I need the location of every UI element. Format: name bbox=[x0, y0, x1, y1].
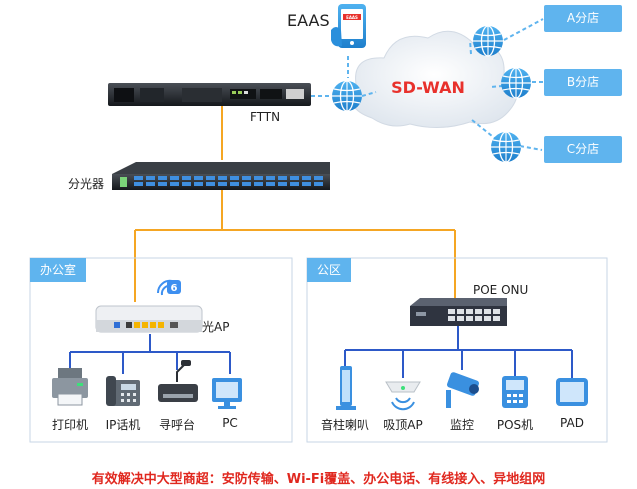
ethernet-port bbox=[448, 316, 455, 321]
splitter-device bbox=[112, 162, 330, 190]
splitter-port bbox=[194, 176, 203, 180]
wifi6-icon bbox=[156, 279, 181, 296]
splitter-port bbox=[134, 176, 143, 180]
ceiling-ap-label: 吸顶AP bbox=[383, 418, 423, 432]
column-speaker-icon bbox=[336, 366, 356, 410]
ethernet-port bbox=[466, 316, 473, 321]
ethernet-port bbox=[466, 309, 473, 314]
ethernet-port bbox=[475, 316, 482, 321]
splitter-port bbox=[290, 182, 299, 186]
globe-icon bbox=[472, 25, 504, 57]
splitter-port bbox=[230, 182, 239, 186]
cloud-link-b bbox=[489, 85, 504, 88]
ethernet-port bbox=[493, 316, 500, 321]
ip-phone-icon bbox=[106, 376, 140, 406]
splitter-port bbox=[170, 176, 179, 180]
column-speaker-label: 音柱喇叭 bbox=[320, 418, 369, 432]
sdwan-label: SD-WAN bbox=[391, 78, 465, 97]
fiber-lines bbox=[134, 106, 456, 302]
globe-icon bbox=[331, 80, 363, 112]
splitter-port bbox=[254, 182, 263, 186]
ethernet-port bbox=[457, 316, 464, 321]
branch-link-c bbox=[519, 145, 543, 151]
phone-icon bbox=[331, 4, 366, 48]
ethernet-port bbox=[493, 309, 500, 314]
splitter-port bbox=[218, 176, 227, 180]
optical-ap-label: 光AP bbox=[202, 320, 230, 334]
pad-label: PAD bbox=[560, 416, 584, 430]
office-zone-label: 办公室 bbox=[30, 258, 87, 282]
poe-onu-device bbox=[410, 298, 507, 326]
poe-onu-label: POE ONU bbox=[473, 283, 529, 297]
branch-a-tag: A分店 bbox=[544, 5, 622, 32]
splitter-port bbox=[170, 182, 179, 186]
splitter-port bbox=[242, 176, 251, 180]
ethernet-lines bbox=[69, 326, 573, 378]
splitter-port bbox=[182, 182, 191, 186]
public-zone-label: 公区 bbox=[307, 258, 352, 282]
splitter-port bbox=[254, 176, 263, 180]
globe-icon bbox=[490, 131, 522, 163]
splitter-label: 分光器 bbox=[68, 177, 105, 191]
paging-console-icon bbox=[158, 360, 198, 402]
splitter-port bbox=[206, 182, 215, 186]
pc-label: PC bbox=[222, 416, 238, 430]
splitter-port bbox=[146, 182, 155, 186]
camera-icon bbox=[446, 372, 479, 408]
splitter-port bbox=[242, 182, 251, 186]
footer-caption: 有效解决中大型商超：安防传输、Wi-Fi覆盖、办公电话、有线接入、异地组网 bbox=[91, 472, 546, 487]
branch-link-a bbox=[503, 18, 544, 41]
ethernet-port bbox=[475, 309, 482, 314]
ethernet-port bbox=[448, 309, 455, 314]
cloud-link-c bbox=[471, 119, 498, 141]
paging-console-label: 寻呼台 bbox=[158, 418, 195, 432]
printer-label: 打印机 bbox=[51, 418, 88, 432]
cloud-link-a bbox=[469, 39, 472, 55]
splitter-port bbox=[290, 176, 299, 180]
splitter-port bbox=[158, 182, 167, 186]
splitter-port bbox=[278, 182, 287, 186]
fttn-label: FTTN bbox=[250, 110, 281, 124]
pad-icon bbox=[556, 378, 588, 406]
pos-terminal-icon bbox=[502, 376, 528, 408]
splitter-port bbox=[314, 176, 323, 180]
ceiling-ap-icon bbox=[385, 381, 421, 411]
splitter-port bbox=[134, 182, 143, 186]
splitter-port bbox=[266, 176, 275, 180]
splitter-port bbox=[194, 182, 203, 186]
public-zone bbox=[306, 257, 608, 443]
globe-icon bbox=[500, 67, 532, 99]
fttn-device bbox=[108, 83, 311, 106]
splitter-port bbox=[266, 182, 275, 186]
ethernet-port bbox=[457, 309, 464, 314]
splitter-port bbox=[206, 176, 215, 180]
splitter-port bbox=[278, 176, 287, 180]
splitter-port bbox=[158, 176, 167, 180]
ethernet-port bbox=[484, 309, 491, 314]
ethernet-port bbox=[484, 316, 491, 321]
dashed-links bbox=[311, 18, 545, 151]
splitter-port bbox=[146, 176, 155, 180]
splitter-port bbox=[314, 182, 323, 186]
splitter-port bbox=[182, 176, 191, 180]
wifi6-badge: 6 bbox=[171, 283, 178, 294]
splitter-port bbox=[218, 182, 227, 186]
splitter-port bbox=[302, 176, 311, 180]
eaas-label: EAAS bbox=[287, 11, 330, 30]
branch-b-tag: B分店 bbox=[544, 69, 622, 96]
camera-label: 监控 bbox=[449, 418, 474, 432]
pos-terminal-label: POS机 bbox=[496, 418, 534, 432]
cloud-link-left bbox=[361, 91, 377, 97]
pc-icon bbox=[212, 378, 242, 409]
phone-badge: EAAS bbox=[346, 15, 358, 20]
branch-c-tag: C分店 bbox=[544, 136, 622, 163]
splitter-port bbox=[302, 182, 311, 186]
printer-icon bbox=[52, 368, 88, 406]
optical-ap-device bbox=[95, 305, 203, 333]
splitter-port bbox=[230, 176, 239, 180]
office-zone bbox=[29, 257, 293, 443]
ip-phone-label: IP话机 bbox=[105, 418, 141, 432]
